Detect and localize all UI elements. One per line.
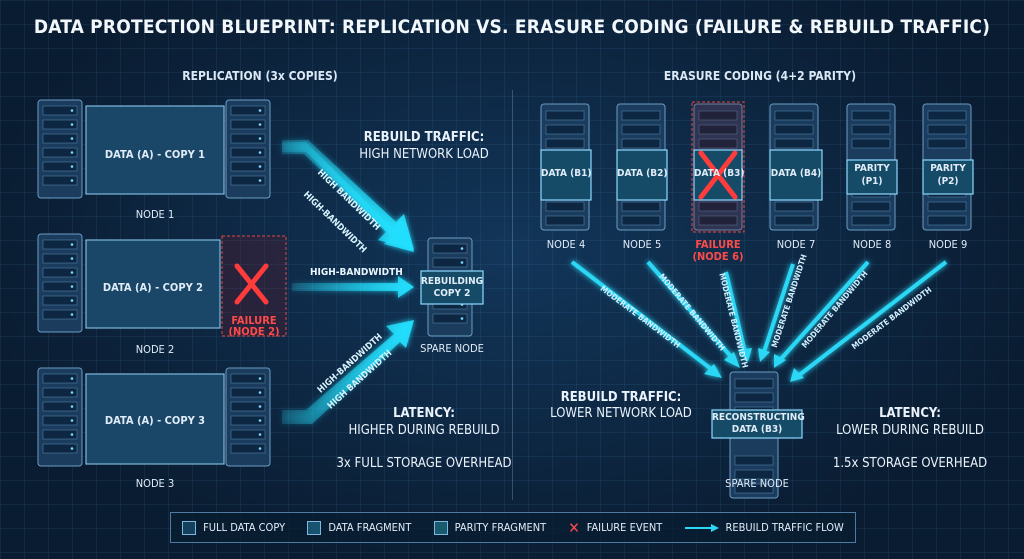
replication-node-2 (37, 233, 287, 337)
ec-node4-label: NODE 4 (546, 238, 586, 251)
copy3-label: DATA (A) - COPY 3 (104, 414, 206, 427)
ec-overhead: 1.5x STORAGE OVERHEAD (832, 456, 988, 471)
ec-node8-label: NODE 8 (852, 238, 892, 251)
ec-spare-label: SPARE NODE (725, 477, 789, 490)
failure-x-icon-node-6 (698, 150, 738, 200)
ec-node7-label: NODE 7 (776, 238, 816, 251)
rep-rebuild-value: HIGH NETWORK LOAD (359, 147, 489, 162)
node2-label: NODE 2 (135, 343, 175, 356)
spare-left-box-line2: COPY 2 (433, 288, 471, 299)
legend-failure: ✕FAILURE EVENT (568, 518, 663, 537)
ec-node4-box: DATA (B1) (541, 168, 592, 179)
rebuild-flow-arrow-icon (684, 523, 719, 532)
erasure-heading: ERASURE CODING (4+2 PARITY) (663, 69, 857, 83)
ec-node8-box-line2: (P1) (861, 176, 883, 187)
replication-rebuild-arrows (282, 140, 414, 424)
ec-node6-box: DATA (B3) (694, 168, 745, 179)
ec-node7-box: DATA (B4) (770, 168, 822, 179)
ec-spare-box-line1: RECONSTRUCTING (712, 412, 805, 423)
ec-node-6 (691, 101, 745, 233)
rep-latency-title: LATENCY: (393, 406, 455, 421)
ec-node-7 (769, 103, 823, 231)
ec-node-8 (846, 103, 898, 231)
ec-node5-label: NODE 5 (622, 238, 662, 251)
replication-heading: REPLICATION (3x COPIES) (182, 69, 338, 83)
node1-label: NODE 1 (135, 208, 175, 221)
legend-parity: PARITY FRAGMENT (433, 520, 546, 535)
ec-latency-value: LOWER DURING REBUILD (836, 423, 984, 438)
ec-node6-failure-label: FAILURE (695, 238, 741, 251)
ec-rebuild-arrows (570, 260, 948, 378)
legend-full-copy: FULL DATA COPY (182, 520, 285, 535)
ec-latency-title: LATENCY: (879, 406, 941, 421)
ec-node9-box-line1: PARITY (930, 163, 966, 174)
ec-node8-box-line1: PARITY (854, 163, 890, 174)
spare-left-box-line1: REBUILDING (421, 276, 484, 287)
copy2-label: DATA (A) - COPY 2 (102, 281, 204, 294)
arrow2-label: HIGH-BANDWIDTH (310, 267, 403, 278)
replication-node-1 (37, 99, 271, 199)
legend: FULL DATA COPY DATA FRAGMENT PARITY FRAG… (170, 512, 856, 543)
legend-fragment: DATA FRAGMENT (307, 520, 411, 535)
ec-spare-node (711, 371, 803, 499)
failure-x-icon: ✕ (568, 518, 580, 537)
ec-node-4 (540, 103, 592, 231)
copy1-label: DATA (A) - COPY 1 (104, 148, 206, 161)
rep-latency-value: HIGHER DURING REBUILD (348, 423, 500, 438)
node3-label: NODE 3 (135, 477, 175, 490)
ec-spare-box-line2: DATA (B3) (731, 424, 783, 435)
ec-node9-label: NODE 9 (928, 238, 968, 251)
failure-node2-label: FAILURE (231, 314, 277, 327)
failure-node2-sub: (NODE 2) (228, 325, 280, 338)
ec-node-9 (922, 103, 974, 231)
replication-node-3 (37, 367, 271, 467)
rep-rebuild-title: REBUILD TRAFFIC: (363, 130, 485, 145)
legend-flow: REBUILD TRAFFIC FLOW (684, 521, 844, 534)
spare-left-label: SPARE NODE (420, 342, 484, 355)
rep-overhead: 3x FULL STORAGE OVERHEAD (336, 456, 512, 471)
full-copy-swatch-icon (182, 520, 197, 535)
ec-node5-box: DATA (B2) (617, 168, 668, 179)
fragment-swatch-icon (307, 520, 322, 535)
page-title: DATA PROTECTION BLUEPRINT: REPLICATION V… (33, 16, 991, 38)
ec-node9-box-line2: (P2) (937, 176, 959, 187)
parity-swatch-icon (433, 520, 448, 535)
ec-rebuild-title: REBUILD TRAFFIC: (560, 390, 682, 405)
replication-spare-node (420, 237, 484, 337)
section-divider (512, 90, 513, 500)
ec-rebuild-value: LOWER NETWORK LOAD (550, 406, 692, 421)
ec-node-5 (616, 103, 668, 231)
ec-node6-failure-sub: (NODE 6) (692, 250, 744, 263)
